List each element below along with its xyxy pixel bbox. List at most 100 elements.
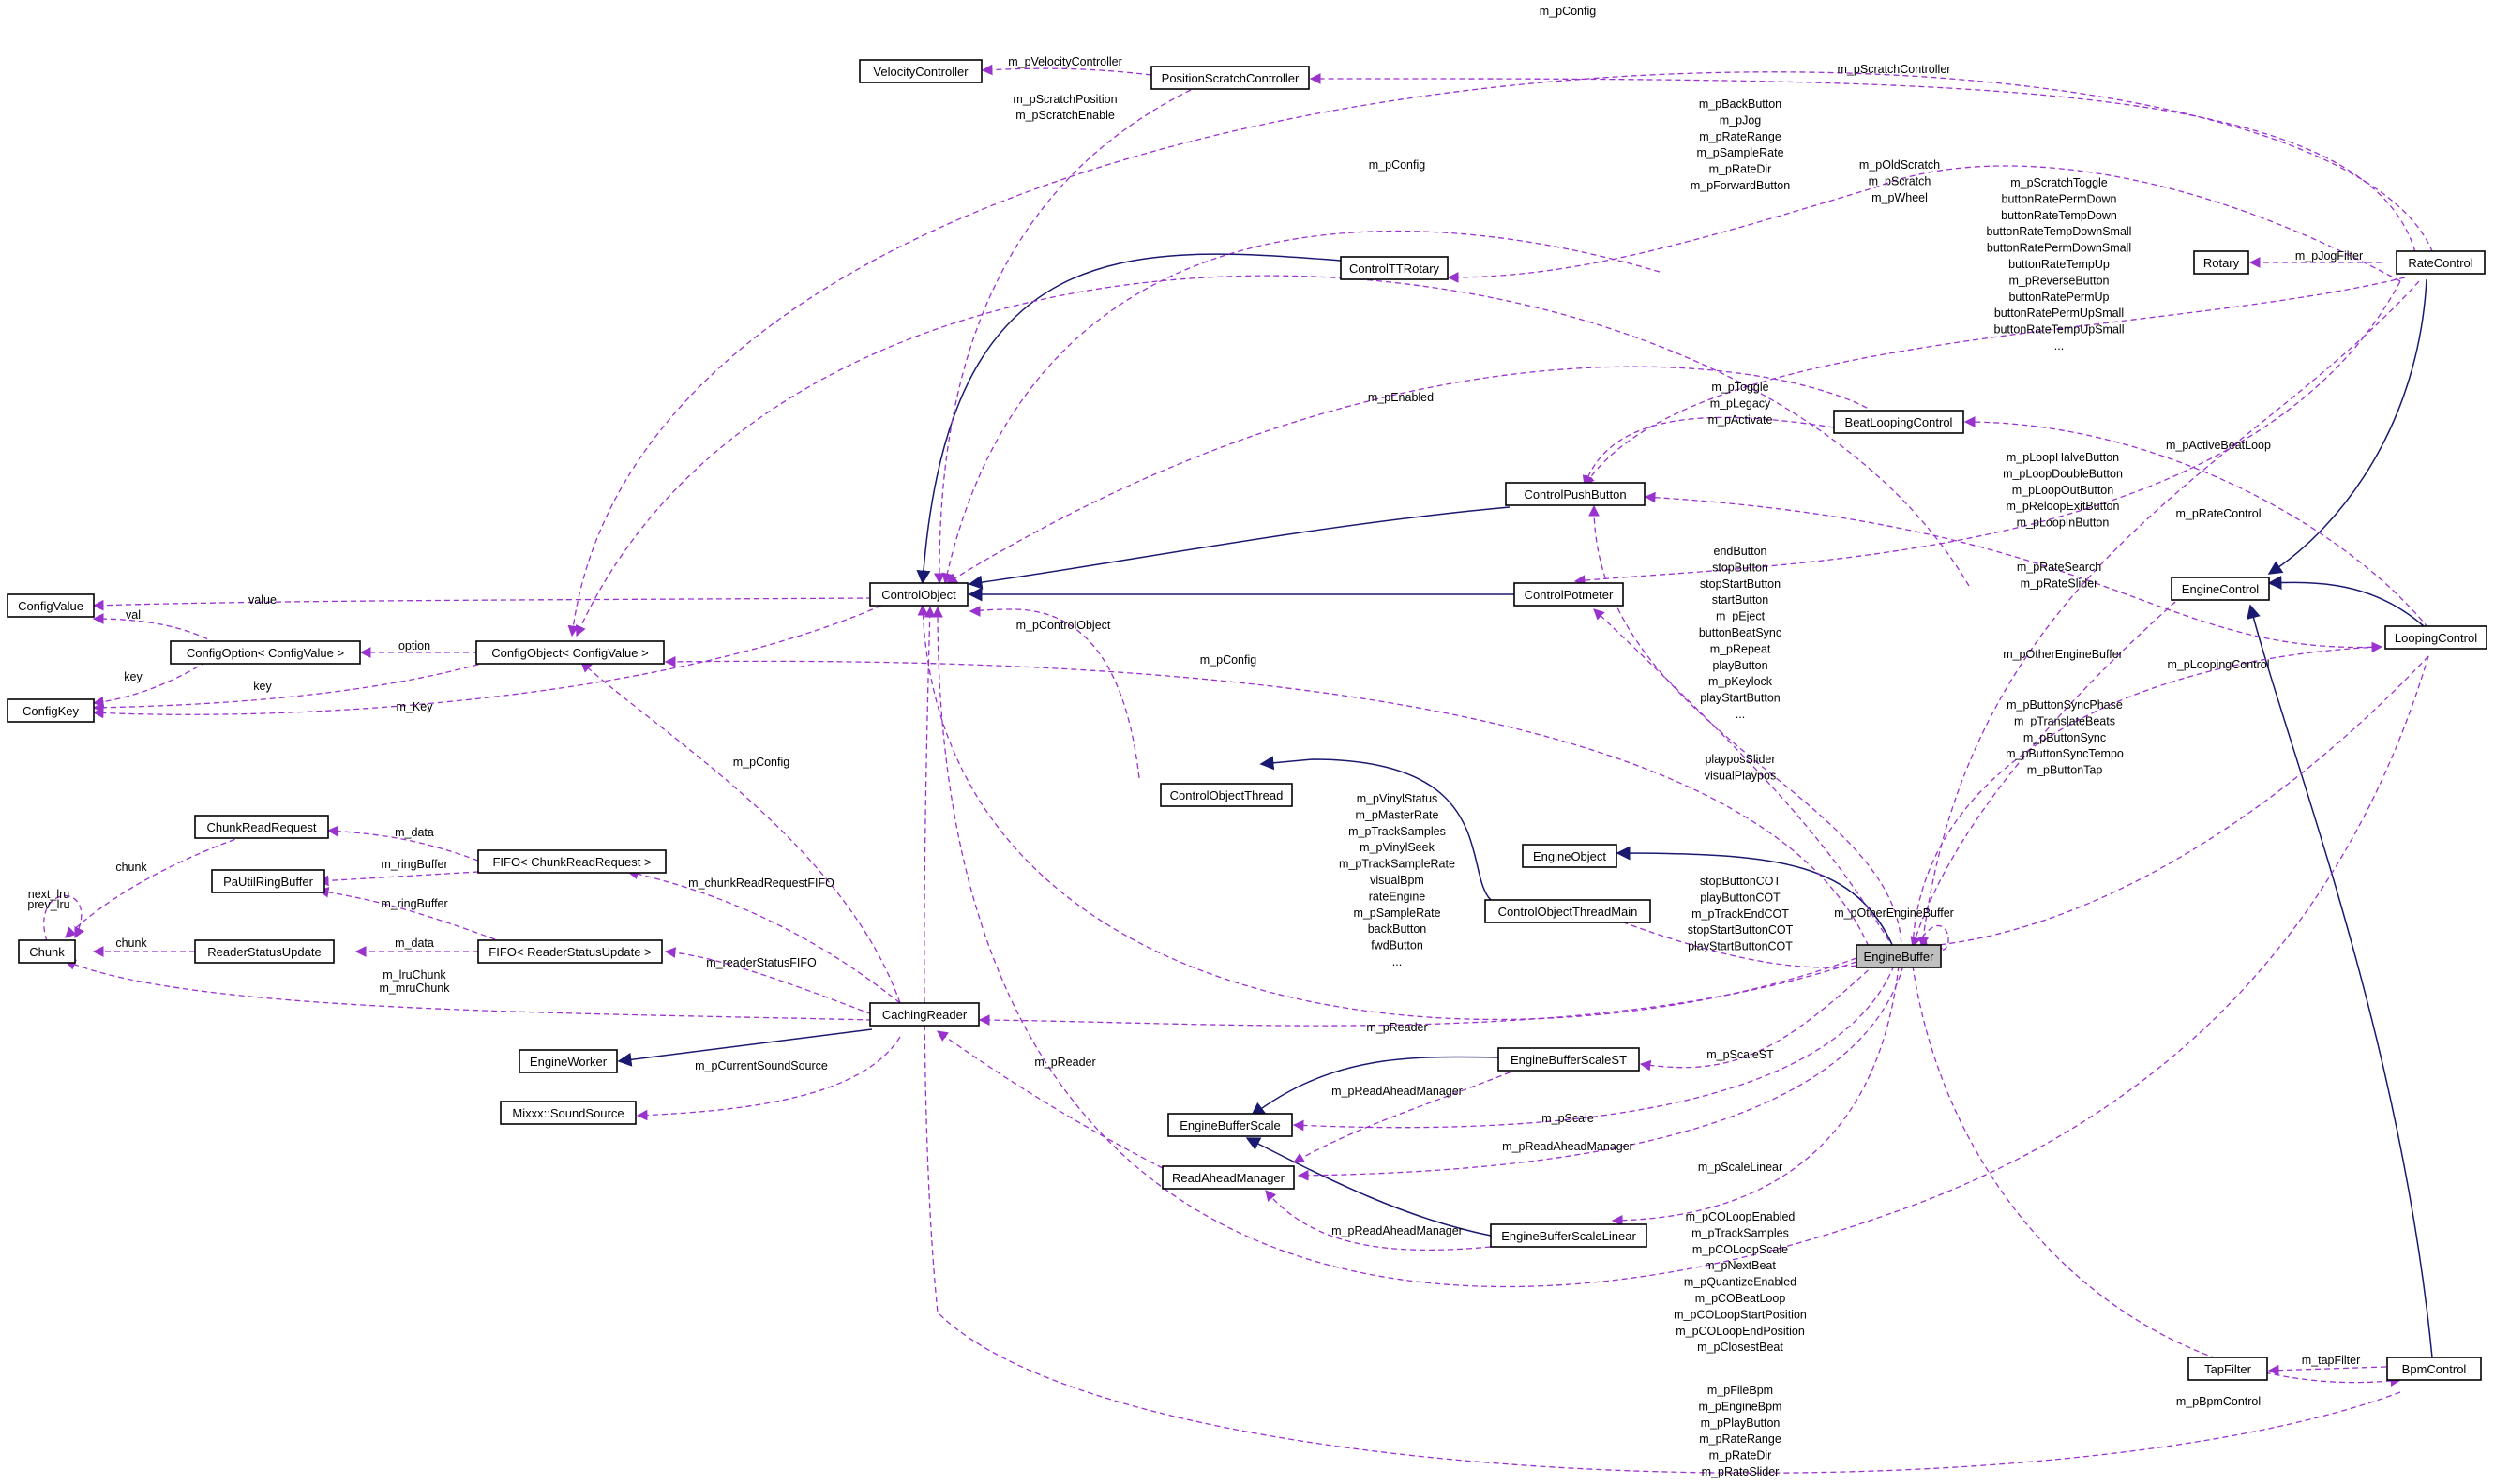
svg-text:Chunk: Chunk bbox=[29, 945, 65, 959]
label-control-object: m_pControlObject bbox=[1016, 619, 1111, 632]
edge-label-line: next_lru bbox=[28, 888, 70, 901]
edge-loopingcontrol-enginecontrol bbox=[2267, 575, 2425, 627]
edge-loop-buttons bbox=[1644, 491, 2382, 649]
node-engine-buffer[interactable]: EngineBuffer bbox=[1856, 944, 1942, 968]
edge-label-line: buttonRatePermUpSmall bbox=[1994, 307, 2124, 320]
node-bpm-control[interactable]: BpmControl bbox=[2386, 1357, 2482, 1381]
edge-m-key bbox=[92, 605, 882, 719]
edge-label-line: m_pSampleRate bbox=[1696, 146, 1783, 159]
edge-label-line: buttonRatePermDown bbox=[2002, 192, 2117, 205]
edge-label-line: m_pActivate bbox=[1708, 413, 1773, 427]
edge-label-line: buttonRateTempUpSmall bbox=[1994, 323, 2125, 337]
node-rate-control[interactable]: RateControl bbox=[2396, 250, 2486, 275]
label-config-cache: m_pConfig bbox=[733, 756, 789, 769]
node-looping-control[interactable]: LoopingControl bbox=[2384, 625, 2487, 650]
svg-text:ControlObject: ControlObject bbox=[881, 588, 956, 602]
edge-label-line: playStartButtonCOT bbox=[1688, 940, 1793, 953]
edge-readahead1 bbox=[1292, 1068, 1520, 1163]
label-ringbuffer1: m_ringBuffer bbox=[381, 858, 447, 871]
node-config-option[interactable]: ConfigOption< ConfigValue > bbox=[170, 640, 361, 665]
node-engine-worker[interactable]: EngineWorker bbox=[519, 1049, 618, 1073]
node-engine-control[interactable]: EngineControl bbox=[2171, 577, 2270, 601]
node-caching-reader[interactable]: CachingReader bbox=[869, 1002, 980, 1027]
label-m-data1: m_data bbox=[395, 826, 434, 839]
label-tap-filter: m_tapFilter bbox=[2302, 1354, 2361, 1367]
node-engine-buffer-scale[interactable]: EngineBufferScale bbox=[1167, 1113, 1293, 1137]
edge-label-line: m_pRateSlider bbox=[2021, 577, 2098, 590]
label-reader1: m_pReader bbox=[1366, 1021, 1427, 1034]
edge-label-line: m_pTranslateBeats bbox=[2014, 714, 2115, 727]
edge-label-line: m_pWheel bbox=[1871, 191, 1928, 204]
edge-label-line: buttonRateTempUp bbox=[2008, 258, 2110, 271]
svg-text:ConfigKey: ConfigKey bbox=[23, 704, 79, 718]
node-control-object[interactable]: ControlObject bbox=[869, 582, 969, 607]
edge-label-line: m_pCOLoopEndPosition bbox=[1676, 1325, 1805, 1338]
node-chunk[interactable]: Chunk bbox=[18, 939, 76, 964]
node-beat-looping-control[interactable]: BeatLoopingControl bbox=[1833, 410, 1964, 434]
label-key1: key bbox=[124, 670, 143, 683]
node-control-potmeter[interactable]: ControlPotmeter bbox=[1513, 582, 1624, 607]
edge-label-line: m_pFileBpm bbox=[1707, 1384, 1773, 1397]
node-reader-status-update[interactable]: ReaderStatusUpdate bbox=[194, 939, 335, 964]
svg-text:Mixxx::SoundSource: Mixxx::SoundSource bbox=[512, 1106, 624, 1120]
node-read-ahead-manager[interactable]: ReadAheadManager bbox=[1162, 1165, 1295, 1190]
node-control-push-button[interactable]: ControlPushButton bbox=[1505, 482, 1646, 506]
svg-text:ReaderStatusUpdate: ReaderStatusUpdate bbox=[207, 945, 321, 959]
node-config-object[interactable]: ConfigObject< ConfigValue > bbox=[475, 640, 665, 665]
svg-text:RateControl: RateControl bbox=[2408, 256, 2472, 270]
edge-rate-search bbox=[1573, 280, 2401, 586]
node-engine-buffer-scale-st[interactable]: EngineBufferScaleST bbox=[1497, 1047, 1640, 1072]
node-chunk-read-request[interactable]: ChunkReadRequest bbox=[194, 815, 329, 839]
edge-other-engine-buffer bbox=[1910, 601, 2176, 949]
node-engine-buffer-scale-linear[interactable]: EngineBufferScaleLinear bbox=[1490, 1223, 1647, 1248]
edge-label-line: m_pEject bbox=[1716, 610, 1766, 623]
label-chunk-fifo: m_chunkReadRequestFIFO bbox=[688, 877, 834, 890]
svg-text:LoopingControl: LoopingControl bbox=[2395, 631, 2477, 645]
label-bpm-control: m_pBpmControl bbox=[2176, 1395, 2261, 1408]
edge-scratch-pos bbox=[934, 89, 1192, 585]
edge-ttrotary-members bbox=[941, 230, 1661, 585]
edge-cachingreader-engineworker bbox=[617, 1028, 873, 1067]
edge-m-data1 bbox=[326, 825, 479, 862]
edge-label-line: m_pRateRange bbox=[1699, 1432, 1781, 1446]
node-control-object-thread[interactable]: ControlObjectThread bbox=[1160, 783, 1293, 807]
node-velocity-controller[interactable]: VelocityController bbox=[859, 59, 983, 83]
edge-cothreadmain-cothread bbox=[1259, 756, 1492, 901]
edge-label-line: m_pRateSearch bbox=[2017, 561, 2101, 574]
svg-text:ConfigObject< ConfigValue >: ConfigObject< ConfigValue > bbox=[491, 646, 648, 660]
edge-label-line: m_pRateDir bbox=[1709, 163, 1772, 176]
node-control-tt-rotary[interactable]: ControlTTRotary bbox=[1340, 256, 1449, 280]
node-config-key[interactable]: ConfigKey bbox=[7, 698, 95, 723]
edge-label-line: m_pTrackSamples bbox=[1691, 1226, 1789, 1239]
node-pa-util-ring-buffer[interactable]: PaUtilRingBuffer bbox=[211, 869, 325, 893]
edge-label-line: playButton bbox=[1712, 659, 1767, 672]
label-looping-control: m_pLoopingControl bbox=[2167, 658, 2269, 671]
node-engine-object[interactable]: EngineObject bbox=[1522, 844, 1617, 868]
node-config-value[interactable]: ConfigValue bbox=[7, 593, 95, 618]
node-tap-filter[interactable]: TapFilter bbox=[2187, 1357, 2268, 1381]
node-control-object-thread-main[interactable]: ControlObjectThreadMain bbox=[1484, 899, 1651, 923]
edge-rate-control bbox=[1917, 280, 2420, 949]
edge-chunk1 bbox=[65, 835, 245, 938]
node-fifo-chunk-read-request[interactable]: FIFO< ChunkReadRequest > bbox=[477, 849, 667, 874]
node-position-scratch-controller[interactable]: PositionScratchController bbox=[1150, 66, 1310, 90]
svg-text:ControlObjectThreadMain: ControlObjectThreadMain bbox=[1498, 905, 1638, 919]
label-val: val bbox=[126, 608, 141, 622]
edge-label-line: m_pReverseButton bbox=[2008, 274, 2109, 287]
edge-label-line: m_pLoopHalveButton bbox=[2007, 451, 2119, 464]
node-fifo-reader-status-update[interactable]: FIFO< ReaderStatusUpdate > bbox=[477, 939, 663, 964]
svg-text:ReadAheadManager: ReadAheadManager bbox=[1172, 1171, 1285, 1185]
edge-co-loop bbox=[932, 606, 2429, 1288]
edge-reader-status bbox=[664, 947, 873, 1015]
edge-old-scratch bbox=[1447, 165, 2401, 283]
node-mixxx-sound-source[interactable]: Mixxx::SoundSource bbox=[500, 1101, 637, 1125]
edge-label-line: m_pButtonTap bbox=[2027, 764, 2103, 777]
edge-control-object bbox=[969, 606, 1140, 779]
edge-label-line: startButton bbox=[1712, 593, 1768, 607]
node-rotary[interactable]: Rotary bbox=[2193, 250, 2249, 275]
label-scale: m_pScale bbox=[1541, 1112, 1594, 1125]
